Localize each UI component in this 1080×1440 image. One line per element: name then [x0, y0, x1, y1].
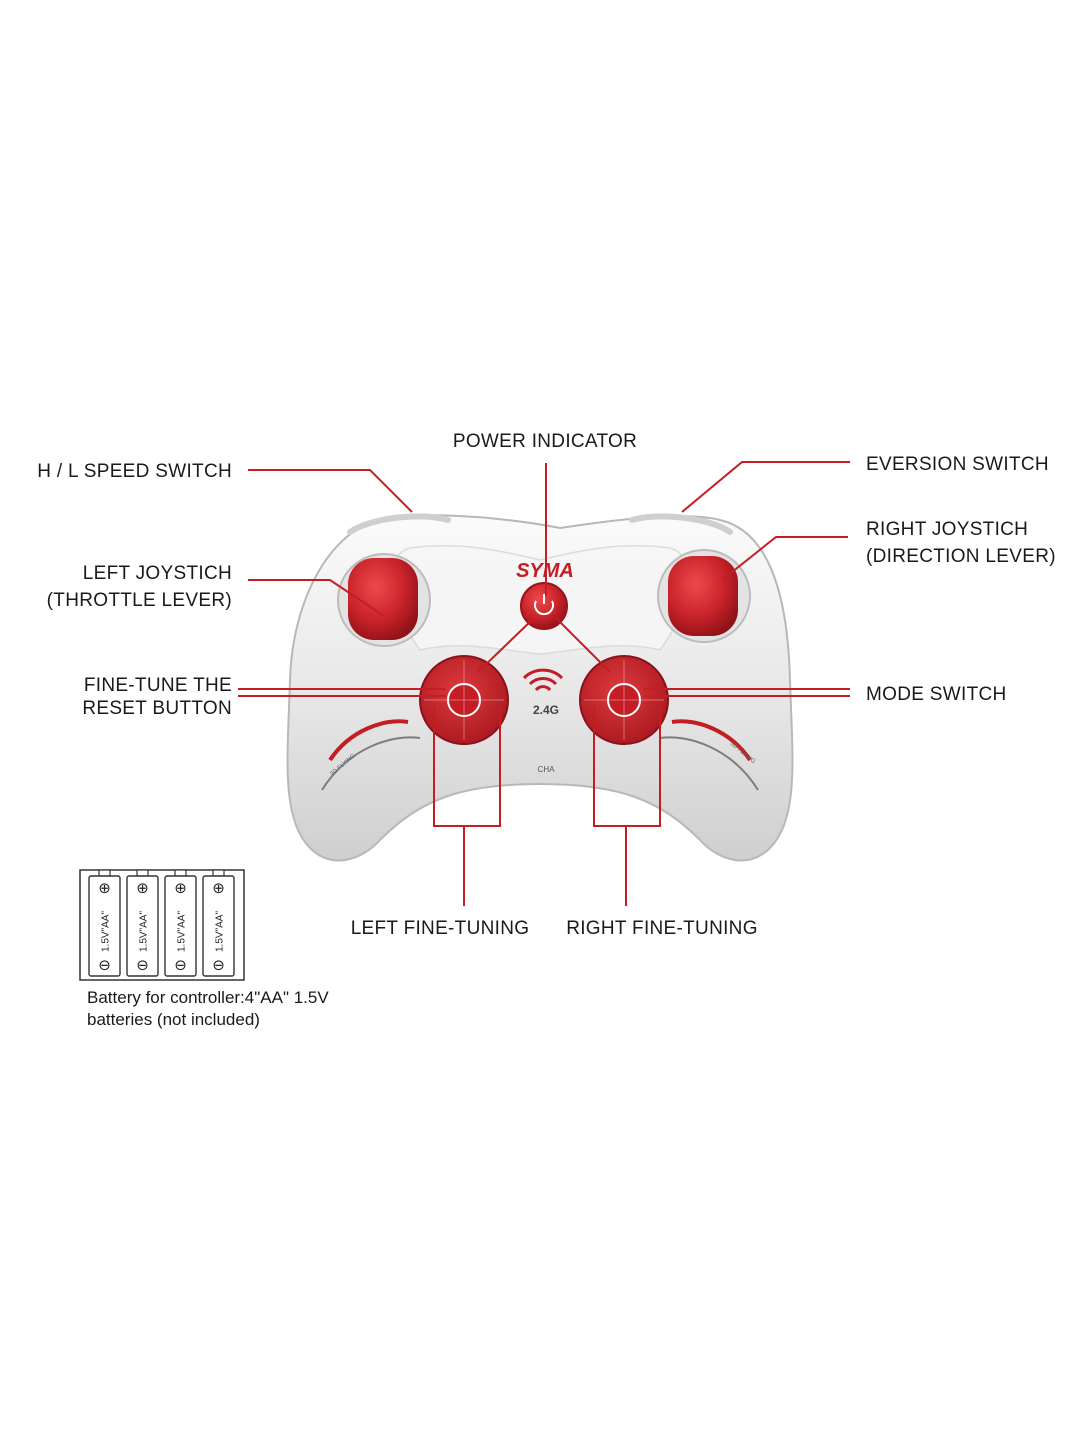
battery-cell: ⊕ ⊖ 1.5V"AA" [127, 870, 158, 976]
plus-icon: ⊕ [136, 879, 149, 897]
channel-text: CHA [538, 765, 556, 774]
callout-eversion [682, 462, 850, 512]
battery-note: Battery for controller:4"AA" 1.5V batter… [87, 987, 329, 1031]
minus-icon: ⊖ [212, 956, 225, 974]
label-hl-speed-switch: H / L SPEED SWITCH [10, 460, 232, 484]
minus-icon: ⊖ [98, 956, 111, 974]
label-fine-tune-2: RESET BUTTON [10, 697, 232, 721]
label-right-joystick-2: (DIRECTION LEVER) [866, 545, 1056, 569]
plus-icon: ⊕ [212, 879, 225, 897]
battery-terminal [99, 870, 110, 876]
label-left-fine-tuning: LEFT FINE-TUNING [340, 917, 540, 941]
minus-icon: ⊖ [174, 956, 187, 974]
left-joystick [338, 554, 430, 646]
right-joystick [658, 550, 750, 642]
battery-cell: ⊕ ⊖ 1.5V"AA" [165, 870, 196, 976]
battery-cell-label: 1.5V"AA" [139, 911, 150, 952]
label-eversion-switch: EVERSION SWITCH [866, 453, 1049, 477]
battery-terminal [213, 870, 224, 876]
battery-pack: ⊕ ⊖ 1.5V"AA" ⊕ ⊖ 1.5V"AA" ⊕ ⊖ 1.5V"AA" ⊕ ⊖ 1.5V"AA" [80, 870, 244, 980]
label-power-indicator: POWER INDICATOR [400, 430, 690, 454]
label-left-joystick-1: LEFT JOYSTICH [10, 562, 232, 586]
battery-terminal [137, 870, 148, 876]
callout-hl-speed [248, 470, 412, 512]
battery-cell-label: 1.5V"AA" [177, 911, 188, 952]
battery-note-line1: Battery for controller:4"AA" 1.5V [87, 987, 329, 1009]
battery-terminal [175, 870, 186, 876]
label-right-fine-tuning: RIGHT FINE-TUNING [552, 917, 772, 941]
plus-icon: ⊕ [174, 879, 187, 897]
label-right-joystick-1: RIGHT JOYSTICH [866, 518, 1028, 542]
minus-icon: ⊖ [136, 956, 149, 974]
label-fine-tune-1: FINE-TUNE THE [10, 674, 232, 698]
battery-cell-label: 1.5V"AA" [215, 911, 226, 952]
label-left-joystick-2: (THROTTLE LEVER) [10, 589, 232, 613]
battery-cell: ⊕ ⊖ 1.5V"AA" [203, 870, 234, 976]
frequency-text: 2.4G [533, 703, 559, 717]
plus-icon: ⊕ [98, 879, 111, 897]
battery-cell: ⊕ ⊖ 1.5V"AA" [89, 870, 120, 976]
battery-note-line2: batteries (not included) [87, 1009, 329, 1031]
label-mode-switch: MODE SWITCH [866, 683, 1007, 707]
battery-cell-label: 1.5V"AA" [101, 911, 112, 952]
